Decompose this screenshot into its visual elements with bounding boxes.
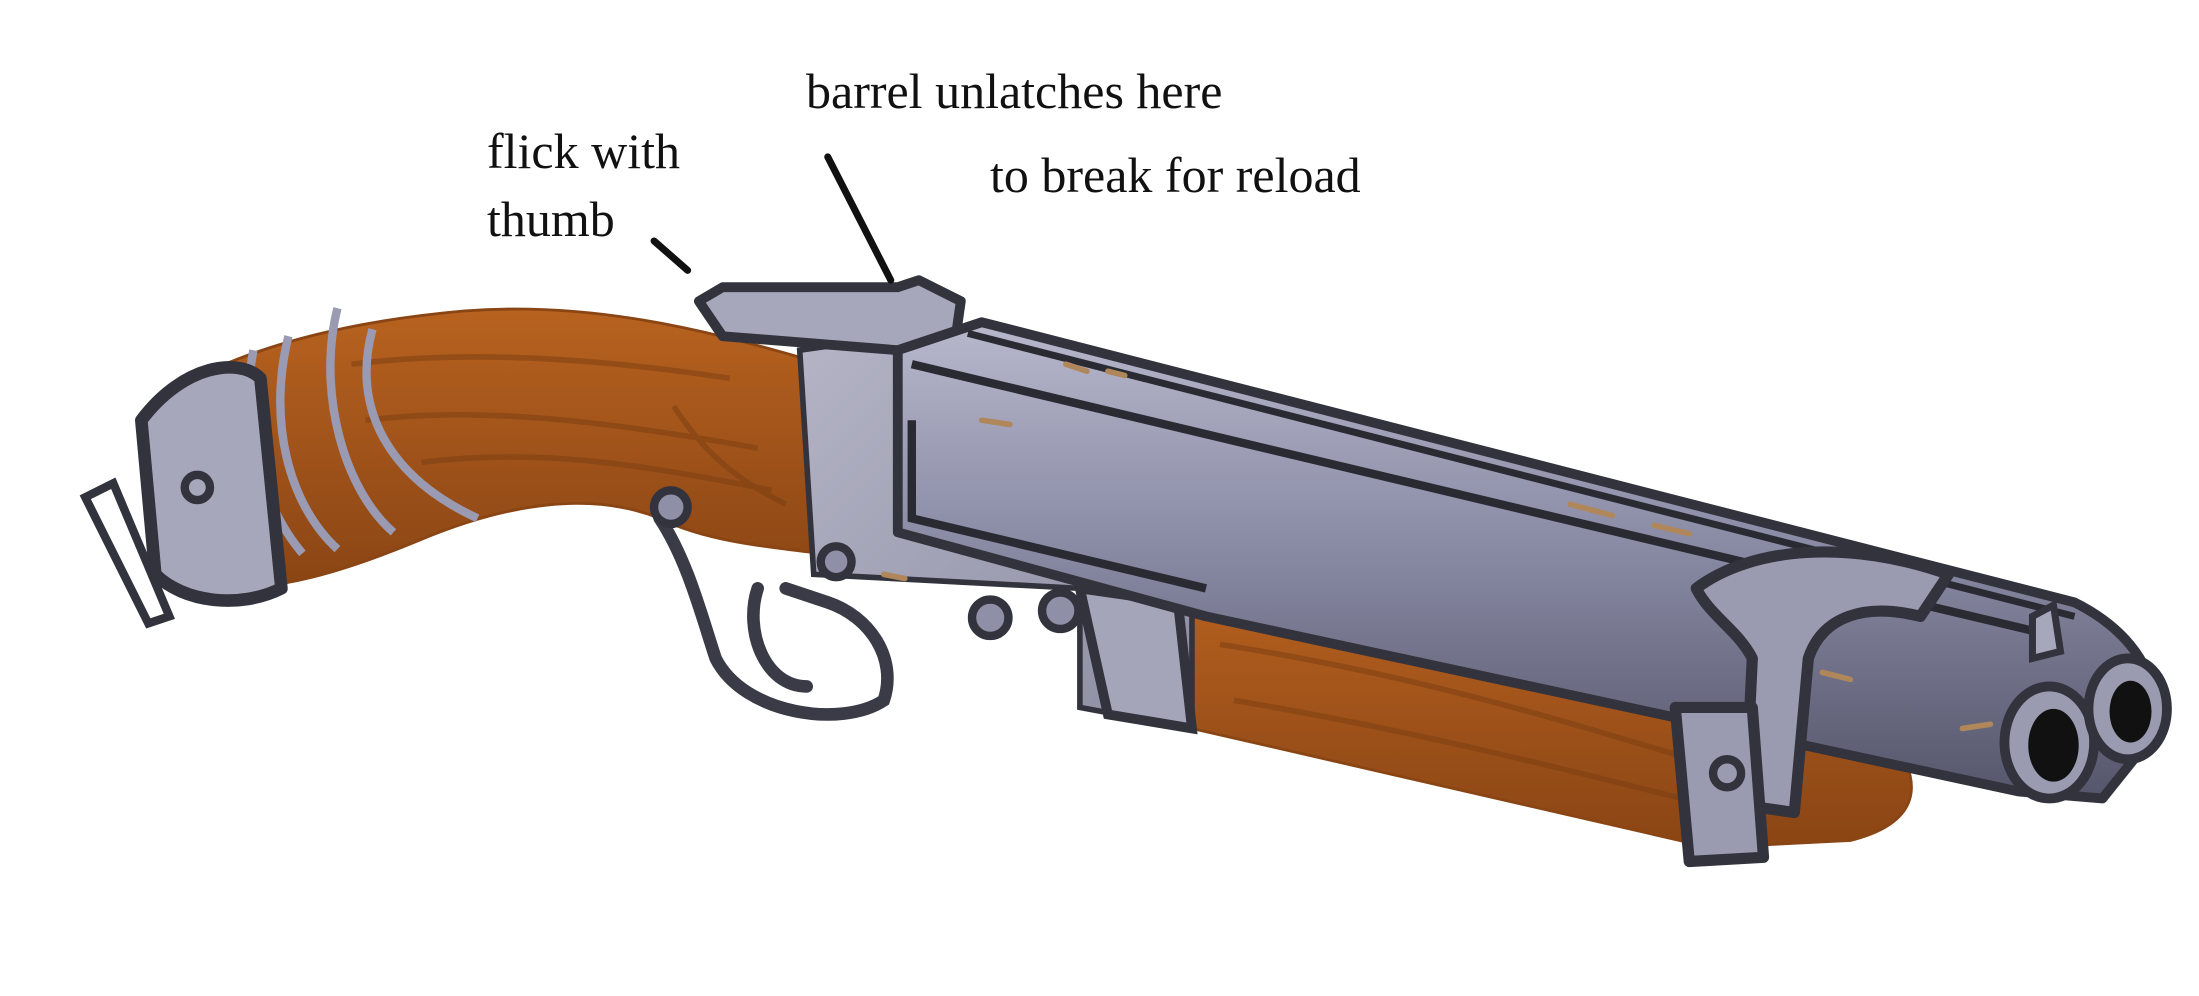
top-lever	[693, 275, 966, 356]
pointer-barrel	[824, 153, 895, 284]
pointer-flick	[650, 237, 692, 274]
receiver-screws	[816, 542, 1083, 641]
annotation-barrel-line2: to break for reload	[990, 147, 1361, 203]
annotation-flick-line1: flick with	[487, 123, 681, 179]
front-sight	[2028, 599, 2065, 663]
trigger-guard	[653, 512, 894, 721]
trigger	[747, 582, 814, 693]
annotation-barrel-line1: barrel unlatches here	[806, 63, 1223, 119]
wood-grain	[351, 354, 787, 507]
annotation-flick-line2: thumb	[487, 191, 615, 247]
